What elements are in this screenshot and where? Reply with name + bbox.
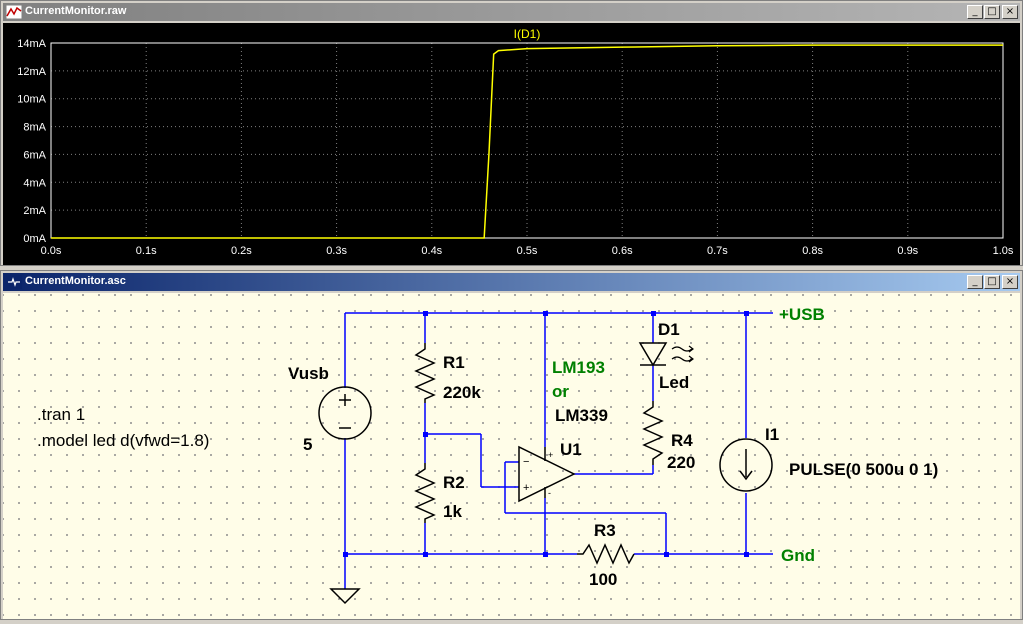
schematic-window-title: CurrentMonitor.asc <box>25 275 126 287</box>
maximize-button[interactable]: □ <box>984 5 1000 19</box>
waveform-app-icon <box>6 5 22 19</box>
i1-current-source[interactable] <box>719 438 773 492</box>
usb-net-label: +USB <box>779 305 825 324</box>
r3-label: R3 <box>594 521 616 540</box>
u1-vcc-pin: + <box>548 450 553 460</box>
x-tick-label: 0.2s <box>231 245 252 257</box>
schematic-titlebar[interactable]: CurrentMonitor.asc _ □ × <box>3 273 1020 291</box>
ground-symbol <box>329 588 361 605</box>
maximize-button[interactable]: □ <box>984 275 1000 289</box>
x-tick-label: 0.3s <box>326 245 347 257</box>
d1-led[interactable] <box>638 342 694 367</box>
x-tick-label: 0.9s <box>897 245 918 257</box>
y-tick-label: 12mA <box>17 66 46 78</box>
u1-comparator[interactable] <box>518 445 576 503</box>
x-tick-label: 0.6s <box>612 245 633 257</box>
waveform-plot-pane[interactable]: 0.0s 0.1s 0.2s 0.3s 0.4s 0.5s 0.6s 0.7s 0.8s 0.9s… <box>3 23 1020 265</box>
r1-resistor[interactable] <box>414 343 436 403</box>
waveform-chart[interactable]: 0.0s 0.1s 0.2s 0.3s 0.4s 0.5s 0.6s 0.7s 0.8s 0.9s… <box>3 23 1020 265</box>
u1-part-line2: or <box>552 382 569 401</box>
x-tick-label: 0.7s <box>707 245 728 257</box>
tran-directive[interactable]: .tran 1 <box>37 405 85 424</box>
u1-minus-pin: − <box>523 456 529 468</box>
wires <box>344 312 773 589</box>
r1-value: 220k <box>443 383 481 402</box>
series-legend-label: I(D1) <box>514 27 541 41</box>
schematic-canvas[interactable]: − + + - Vusb 5 R1 220k R2 1k R3 100 R4 2… <box>3 293 1020 619</box>
x-tick-label: 0.1s <box>136 245 157 257</box>
minimize-button[interactable]: _ <box>967 5 983 19</box>
y-tick-label: 10mA <box>17 94 46 106</box>
x-tick-label: 1.0s <box>993 245 1014 257</box>
schematic-window: CurrentMonitor.asc _ □ × <box>0 270 1023 620</box>
r1-label: R1 <box>443 353 465 372</box>
r4-label: R4 <box>671 431 693 450</box>
i1-label: I1 <box>765 425 779 444</box>
plot-frame <box>50 42 1004 239</box>
junction-dots <box>343 311 749 557</box>
d1-label: D1 <box>658 320 680 339</box>
r3-value: 100 <box>589 570 617 589</box>
series-line <box>51 44 1003 239</box>
r4-value: 220 <box>667 453 695 472</box>
u1-part-line3: LM339 <box>555 406 608 425</box>
i1-value: PULSE(0 500u 0 1) <box>789 460 938 479</box>
x-tick-label: 0.8s <box>802 245 823 257</box>
model-directive[interactable]: .model led d(vfwd=1.8) <box>37 431 209 450</box>
close-button[interactable]: × <box>1002 5 1018 19</box>
r2-resistor[interactable] <box>414 463 436 523</box>
vusb-label: Vusb <box>288 364 329 383</box>
vusb-source[interactable] <box>318 386 372 440</box>
minimize-button[interactable]: _ <box>967 275 983 289</box>
vusb-value: 5 <box>303 435 312 454</box>
waveform-window: CurrentMonitor.raw _ □ × 0.0s 0.1s 0.2s 0.3… <box>0 0 1023 266</box>
u1-plus-pin: + <box>523 482 529 494</box>
y-tick-label: 4mA <box>23 177 46 189</box>
y-tick-label: 6mA <box>23 149 46 161</box>
r3-resistor[interactable] <box>577 543 635 565</box>
y-tick-label: 14mA <box>17 38 46 50</box>
schematic-app-icon <box>6 275 22 289</box>
x-tick-label: 0.5s <box>517 245 538 257</box>
d1-model: Led <box>659 373 689 392</box>
waveform-window-title: CurrentMonitor.raw <box>25 5 127 17</box>
r4-resistor[interactable] <box>642 401 664 465</box>
r2-label: R2 <box>443 473 465 492</box>
y-tick-label: 8mA <box>23 122 46 134</box>
u1-label: U1 <box>560 440 582 459</box>
x-tick-label: 0.4s <box>421 245 442 257</box>
waveform-titlebar[interactable]: CurrentMonitor.raw _ □ × <box>3 3 1020 21</box>
x-tick-label: 0.0s <box>41 245 62 257</box>
r2-value: 1k <box>443 502 462 521</box>
close-button[interactable]: × <box>1002 275 1018 289</box>
gnd-net-label: Gnd <box>781 546 815 565</box>
y-tick-label: 0mA <box>23 233 46 245</box>
u1-part-line1: LM193 <box>552 358 605 377</box>
u1-vee-pin: - <box>548 488 551 498</box>
y-tick-label: 2mA <box>23 205 46 217</box>
schematic-drawing[interactable]: − + + - Vusb 5 R1 220k R2 1k R3 100 R4 2… <box>3 293 1020 619</box>
